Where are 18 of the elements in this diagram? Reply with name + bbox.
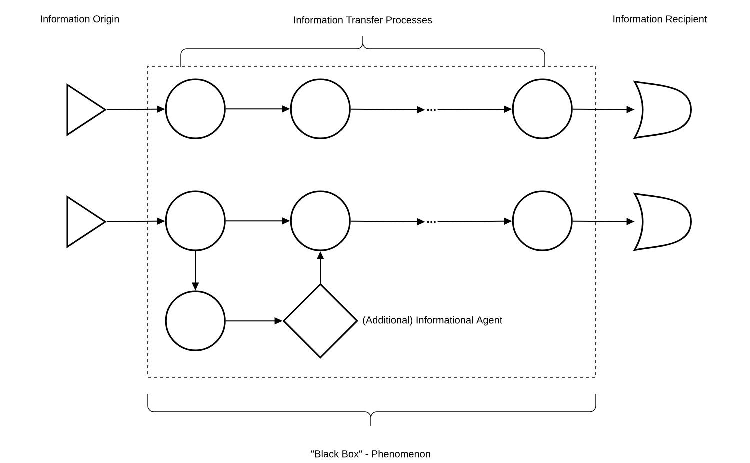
ellipsis-text: ... — [427, 221, 436, 223]
recipient-symbol — [634, 193, 692, 251]
process-circle — [290, 190, 351, 252]
process-circle — [512, 78, 573, 140]
process-circle — [165, 78, 226, 140]
heading-label: Information Origin — [41, 15, 120, 25]
process-circle — [165, 190, 226, 252]
heading-label: Information Recipient — [614, 15, 708, 25]
agent-label: (Additional) Informational Agent — [363, 316, 503, 326]
process-circle — [165, 290, 226, 352]
dashed-boundary-box — [148, 66, 596, 378]
process-circle — [512, 190, 573, 252]
recipient-symbol — [634, 81, 692, 139]
process-circle — [290, 78, 351, 140]
heading-label: Information Transfer Processes — [294, 16, 432, 24]
heading-label: "Black Box" - Phenomenon — [311, 450, 430, 458]
agent-diamond — [282, 283, 358, 359]
ellipsis-text: ... — [427, 109, 436, 111]
